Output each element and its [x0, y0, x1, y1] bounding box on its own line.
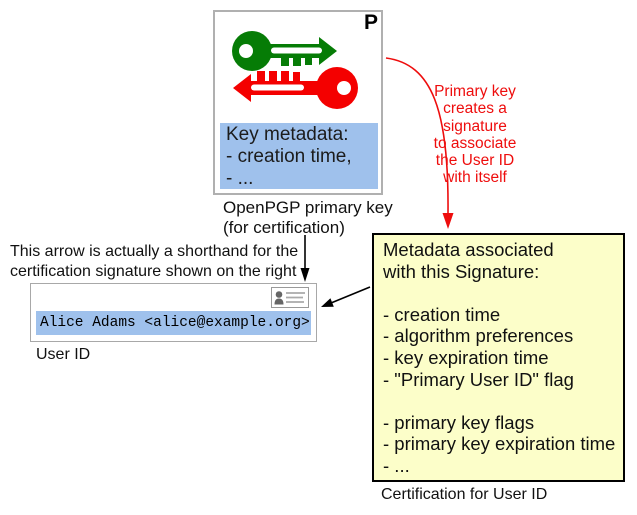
- user-id-caption: User ID: [36, 346, 91, 363]
- red-key-hole: [337, 81, 351, 95]
- certification-title: with this Signature:: [383, 260, 540, 282]
- certification-item: - key expiration time: [383, 346, 549, 368]
- certification-item: - algorithm preferences: [383, 325, 574, 347]
- key-metadata-line: - creation time,: [226, 146, 352, 167]
- primary-key-caption: OpenPGP primary key (for certification): [223, 198, 393, 237]
- green-key-slot: [271, 47, 322, 54]
- key-metadata-line: Key metadata:: [226, 124, 349, 145]
- spacer: [383, 390, 623, 412]
- certification-to-userid-arrow: [321, 286, 371, 307]
- shorthand-arrow: [300, 235, 310, 282]
- key-metadata-panel: Key metadata: - creation time, - ...: [220, 123, 378, 189]
- certification-item: - primary key expiration time: [383, 433, 616, 455]
- certification-box: Metadata associated with this Signature:…: [372, 233, 625, 482]
- spacer: [383, 282, 623, 304]
- certification-title: Metadata associated: [383, 239, 554, 260]
- certification-item: - "Primary User ID" flag: [383, 368, 574, 390]
- shorthand-note: This arrow is actually a shorthand for t…: [10, 243, 299, 280]
- certification-item: - creation time: [383, 303, 501, 325]
- user-id-value: Alice Adams <alice@example.org>: [36, 311, 311, 335]
- certification-caption: Certification for User ID: [381, 486, 548, 503]
- certification-item: - ...: [383, 454, 410, 476]
- green-key-hole: [239, 44, 253, 58]
- red-key-slot: [251, 84, 304, 91]
- key-pair-icon: [232, 31, 358, 109]
- id-card-icon: [271, 287, 309, 308]
- certification-item: - primary key flags: [383, 411, 535, 433]
- primary-key-badge: P: [363, 11, 378, 34]
- key-metadata-line: - ...: [226, 168, 254, 189]
- signature-annotation: Primary key creates a signature to assoc…: [433, 83, 517, 187]
